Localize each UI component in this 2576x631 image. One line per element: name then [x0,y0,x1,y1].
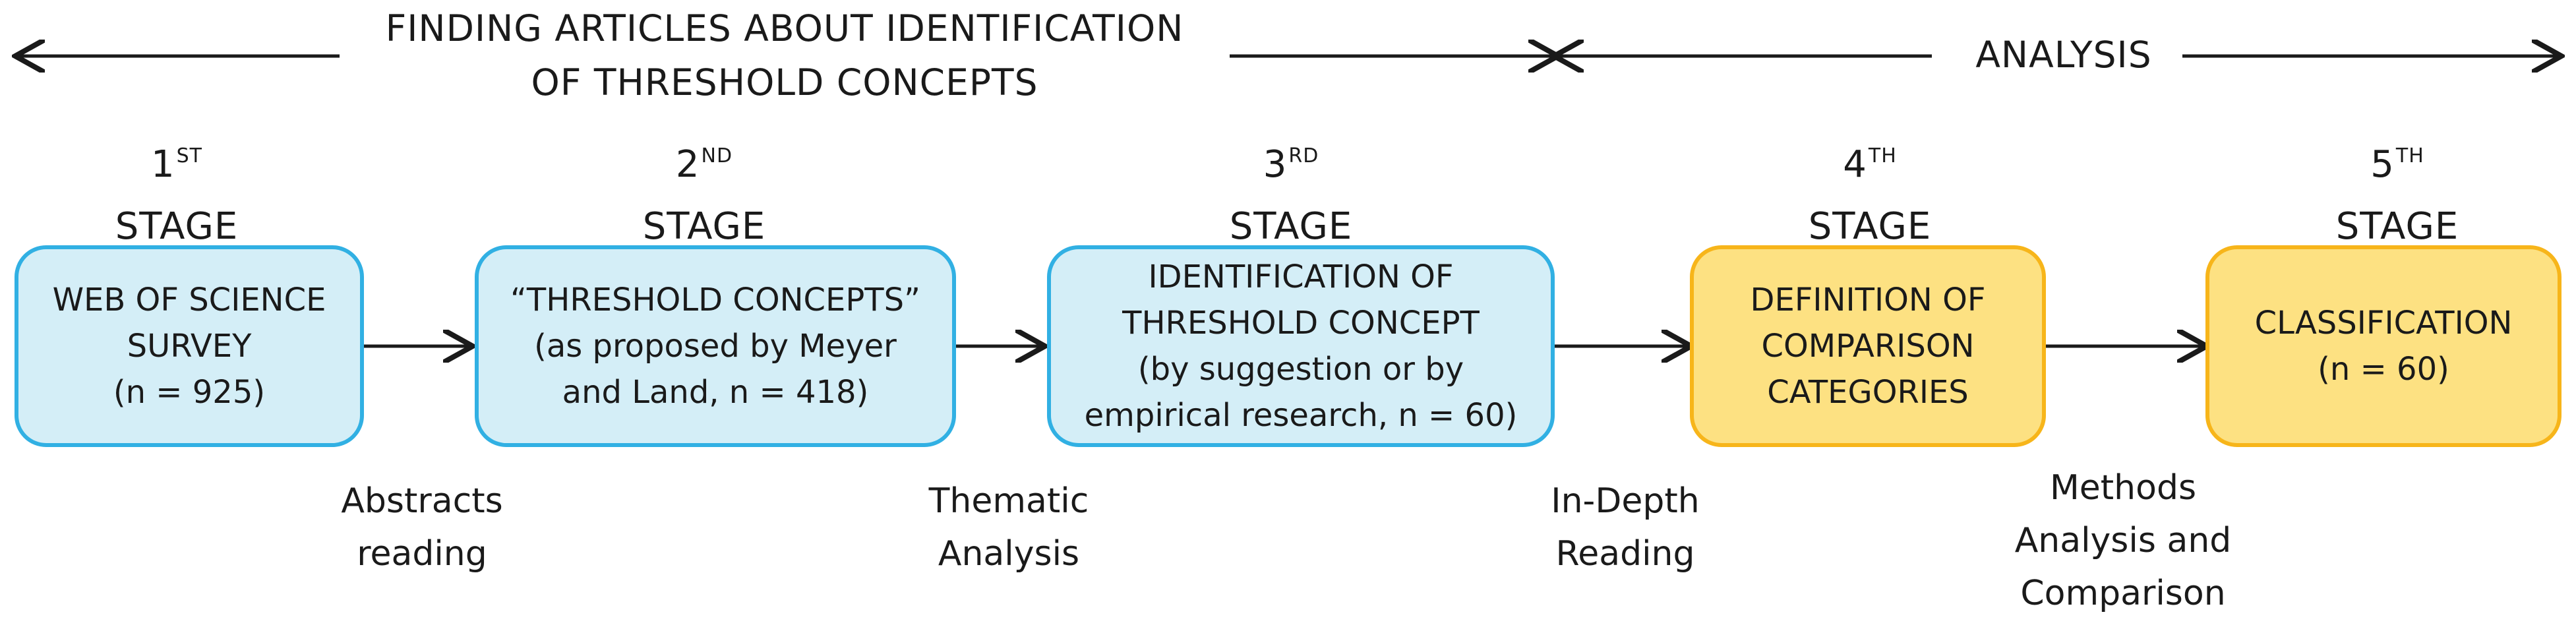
stage-1-label: 1ST STAGE [115,143,239,248]
stage-2-box: “THRESHOLD CONCEPTS” (as proposed by Mey… [475,245,956,447]
stage-2-line-1: “THRESHOLD CONCEPTS” [510,282,920,318]
stage-3-line-2: THRESHOLD CONCEPT [1122,305,1480,342]
stage-4-box: DEFINITION OF COMPARISON CATEGORIES [1690,245,2046,447]
finding-articles-title: FINDING ARTICLES ABOUT IDENTIFICATION OF… [369,1,1200,109]
stage-3-box: IDENTIFICATION OF THRESHOLD CONCEPT (by … [1047,245,1555,447]
stage-3-line-4: empirical research, n = 60) [1084,397,1518,434]
stage-5-label: 5TH STAGE [2335,143,2459,248]
stage-1-line-2: SURVEY [127,328,252,365]
analysis-title-text: ANALYSIS [1975,34,2152,76]
stage-5-line-2: (n = 60) [2318,351,2449,388]
stage-3-line-1: IDENTIFICATION OF [1148,258,1454,295]
stage-5-box: CLASSIFICATION (n = 60) [2205,245,2561,447]
finding-articles-title-line1: FINDING ARTICLES ABOUT IDENTIFICATION [385,7,1184,49]
transition-3-label: In-Depth Reading [1551,481,1700,574]
stage-4-line-1: DEFINITION OF [1750,282,1986,318]
stage-1-box: WEB OF SCIENCE SURVEY (n = 925) [15,245,364,447]
stage-5-line-1: CLASSIFICATION [2254,305,2513,342]
stage-2-line-2: (as proposed by Meyer [534,328,897,365]
finding-articles-title-line2: OF THRESHOLD CONCEPTS [531,61,1038,104]
stage-2-label: 2ND STAGE [642,143,766,248]
stage-1-line-1: WEB OF SCIENCE [52,282,326,318]
analysis-title: ANALYSIS [1932,28,2196,82]
stage-3-label: 3RD STAGE [1229,143,1353,248]
stage-1-line-3: (n = 925) [113,374,266,411]
stage-4-line-3: CATEGORIES [1767,374,1969,411]
transition-4-label: Methods Analysis and Comparison [2014,468,2232,613]
transition-1-label: Abstracts reading [341,481,503,574]
stage-2-line-3: and Land, n = 418) [562,374,869,411]
transition-2-label: Thematic Analysis [928,481,1089,574]
stage-4-label: 4TH STAGE [1808,143,1932,248]
stage-3-line-3: (by suggestion or by [1137,351,1464,388]
stage-4-line-2: COMPARISON [1761,328,1975,365]
